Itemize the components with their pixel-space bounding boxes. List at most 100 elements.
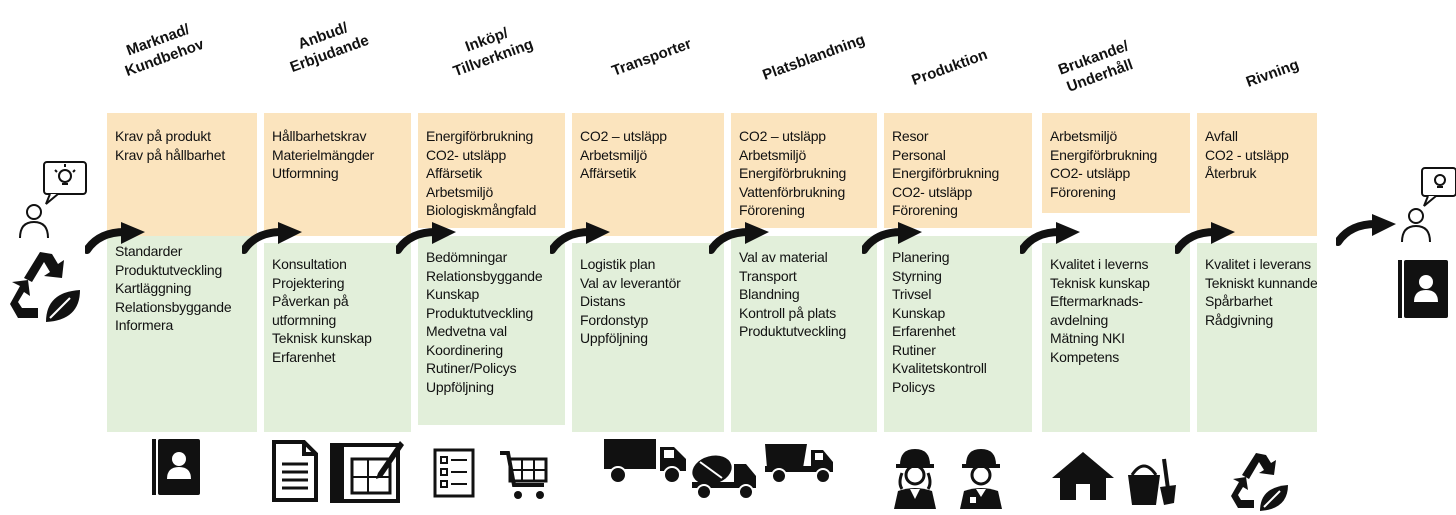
action-item: Rutiner xyxy=(892,341,936,358)
impact-item: Energiförbrukning xyxy=(1050,146,1158,163)
male-worker-icon xyxy=(960,449,1002,509)
action-item: Kartläggning xyxy=(115,280,192,296)
action-item: Val av material xyxy=(739,249,828,265)
action-item: Planering xyxy=(892,249,950,265)
idea-person-icon xyxy=(1401,167,1456,243)
impact-item: CO2 – utsläpp xyxy=(580,128,667,144)
stage-title: Platsblandning xyxy=(760,31,868,84)
action-item: Relationsbyggande xyxy=(115,298,232,315)
action-item: Kvalitet i leverans xyxy=(1205,256,1311,272)
action-item: Spårbarhet xyxy=(1205,293,1273,309)
flow-arrow-icon xyxy=(550,222,610,254)
action-item: Uppföljning xyxy=(580,330,648,346)
impact-item: CO2- utsläpp xyxy=(892,183,973,200)
stage-title: Anbud/ Erbjudande xyxy=(287,19,372,77)
impact-item: Energiförbrukning xyxy=(426,128,534,144)
action-item: Kompetens xyxy=(1050,348,1120,365)
flow-arrow-icon xyxy=(85,222,145,254)
contact-book-icon xyxy=(1398,260,1448,318)
action-item: Tekniskt kunnande xyxy=(1205,274,1317,291)
action-item: Kunskap xyxy=(426,286,480,302)
flow-arrow-icon xyxy=(1175,222,1235,254)
action-item: Informera xyxy=(115,317,174,333)
action-item: Produktutveckling xyxy=(426,304,534,321)
impact-item: Arbetsmiljö xyxy=(580,146,648,163)
house-icon xyxy=(1052,452,1114,500)
impact-item: Affärsetik xyxy=(580,165,637,181)
action-item: Eftermarknads- xyxy=(1050,293,1143,309)
action-item: Påverkan på xyxy=(272,293,349,309)
action-item: Produktutveckling xyxy=(739,323,847,339)
action-item: avdelning xyxy=(1050,311,1109,328)
flow-arrow-icon xyxy=(862,222,922,254)
action-item: Teknisk kunskap xyxy=(1050,274,1150,291)
stage-title: Rivning xyxy=(1243,56,1302,91)
shopping-cart-icon xyxy=(500,451,548,499)
recycle-leaf-icon xyxy=(1231,453,1288,511)
action-item: Erfarenhet xyxy=(892,323,956,339)
flow-arrow-icon xyxy=(709,222,769,254)
impact-item: Krav på produkt xyxy=(115,128,211,144)
action-item: Rutiner/Policys xyxy=(426,360,517,376)
action-item: Kvalitet i leverns xyxy=(1050,256,1149,272)
impact-item: CO2- utsläpp xyxy=(1050,165,1131,181)
action-item: Medvetna val xyxy=(426,323,507,339)
impact-item: Resor xyxy=(892,128,929,144)
impact-item: CO2 - utsläpp xyxy=(1205,146,1289,163)
blueprint-icon xyxy=(330,441,404,503)
stage-title: Inköp/ Tillverkning xyxy=(450,24,536,81)
impact-item: Energiförbrukning xyxy=(739,165,847,181)
flow-arrow-icon xyxy=(396,222,456,254)
action-item: Teknisk kunskap xyxy=(272,330,372,346)
document-icon xyxy=(272,440,318,502)
action-item: Standarder xyxy=(115,243,183,259)
action-item: utformning xyxy=(272,311,337,328)
impact-item: Energiförbrukning xyxy=(892,165,1000,181)
impact-item: Krav på hållbarhet xyxy=(115,146,226,163)
action-item: Fordonstyp xyxy=(580,311,649,328)
action-item: Transport xyxy=(739,267,797,284)
action-item: Mätning NKI xyxy=(1050,330,1125,346)
action-item: Koordinering xyxy=(426,341,503,358)
action-item: Konsultation xyxy=(272,256,347,272)
impact-item: Biologiskmångfald xyxy=(426,202,537,218)
action-item: Distans xyxy=(580,293,626,309)
impact-item: Förorening xyxy=(739,202,805,218)
impact-item: Arbetsmiljö xyxy=(426,183,494,200)
bucket-spade-icon xyxy=(1128,458,1176,505)
recycle-leaf-icon xyxy=(10,252,80,322)
action-item: Bedömningar xyxy=(426,249,508,265)
action-item: Uppföljning xyxy=(426,378,494,395)
impact-item: Arbetsmiljö xyxy=(1050,128,1118,144)
impact-item: Affärsetik xyxy=(426,165,483,181)
action-item: Policys xyxy=(892,378,935,395)
impact-item: CO2 – utsläpp xyxy=(739,128,826,144)
dump-truck-icon xyxy=(765,444,833,484)
impact-item: Förorening xyxy=(1050,183,1116,200)
stage-title: Produktion xyxy=(909,45,990,90)
action-item: Relationsbyggande xyxy=(426,267,543,284)
action-item: Erfarenhet xyxy=(272,348,336,365)
action-item: Kvalitetskontroll xyxy=(892,360,987,376)
action-item: Trivsel xyxy=(892,286,932,302)
impact-item: Materielmängder xyxy=(272,146,375,163)
impact-item: Utformning xyxy=(272,165,339,181)
flow-arrow-icon xyxy=(242,222,302,254)
impact-item: Hållbarhetskrav xyxy=(272,128,367,144)
impact-item: Förorening xyxy=(892,202,958,218)
stage-title: Brukande/ Underhåll xyxy=(1056,37,1136,96)
action-item: Val av leverantör xyxy=(580,274,681,291)
female-worker-icon xyxy=(894,449,936,509)
checklist-icon xyxy=(433,448,475,498)
impact-item: Avfall xyxy=(1205,128,1238,144)
action-item: Blandning xyxy=(739,286,800,302)
